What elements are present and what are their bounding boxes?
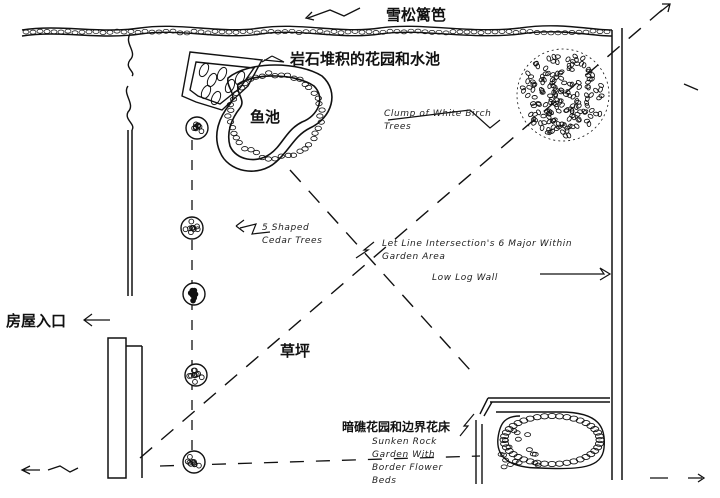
label-rock-garden-pond: 岩石堆积的花园和水池 [290,50,441,68]
pond-stones [224,70,326,162]
pointer-arrows [83,55,612,437]
label-sunken-garden-en: Sunken Rock Garden With Border Flower Be… [372,437,443,486]
sunken-rock-garden [475,397,610,484]
bottom-axis [159,455,481,467]
fence-arrow-top [304,3,699,91]
label-fish-pond: 鱼池 [250,108,281,126]
rock-garden-stones [198,62,246,106]
label-low-log-wall: Low Log Wall [432,273,498,283]
cedar-tree [180,216,204,240]
label-sunken-garden-cn: 暗礁花园和边界花床 [342,420,451,434]
label-house-entrance: 房屋入口 [6,312,67,330]
cedar-tree [182,282,206,306]
cedar-tree [185,116,209,140]
boundary-arrows [20,465,706,483]
cedar-tree [184,363,208,387]
intersection-lines [139,9,663,459]
cedar-tree [182,450,206,474]
birch-clump [516,48,610,142]
shaped-cedar-trees [180,116,209,474]
sunken-garden-stones [497,412,605,470]
label-birch-clump: Clump of White Birch Trees [384,109,492,132]
label-lawn: 草坪 [280,342,311,360]
birch-leaves [519,53,605,139]
rock-garden-structure [181,51,264,111]
label-intersection-note: Let Line Intersection's 6 Major Within G… [382,239,573,262]
fence-texture [22,28,611,36]
label-cedar-fence: 雪松篱笆 [386,6,447,24]
label-shaped-cedars: 5 Shaped Cedar Trees [262,223,323,246]
